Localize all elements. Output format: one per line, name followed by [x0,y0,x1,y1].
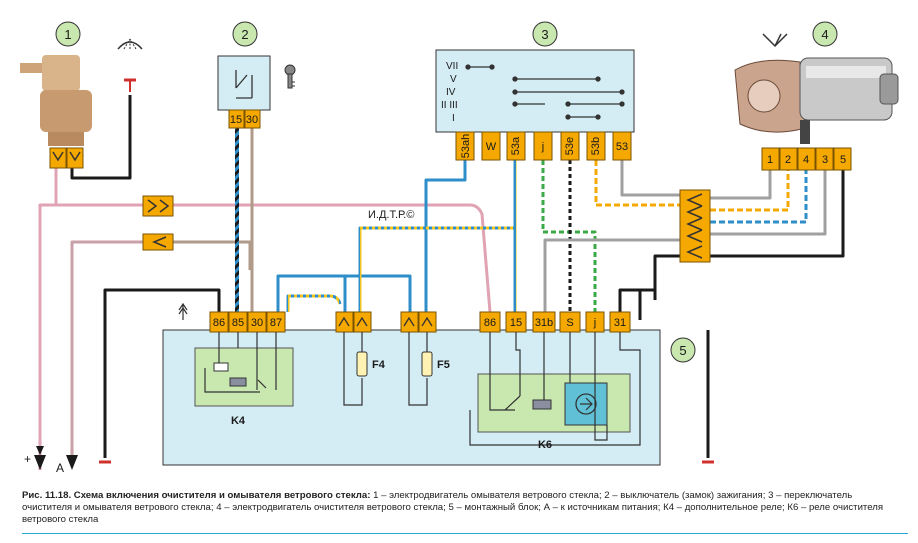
antenna-icon [178,302,188,320]
svg-text:I: I [452,113,455,124]
svg-text:IV: IV [446,87,456,98]
wire-87-yb [286,294,342,312]
washer-pump [20,55,92,169]
svg-text:53a: 53a [510,136,522,155]
callout-5: 5 [670,337,696,363]
svg-text:30: 30 [251,317,263,329]
wire-motor-1 [710,170,772,200]
callout-2: 2 [232,21,258,47]
pump-connector [49,147,84,169]
caption-title: Рис. 11.18. Схема включения очистителя и… [22,490,371,501]
wire-53ah [424,158,467,312]
wire-k4-86 [103,288,221,458]
wiper-washer-icon [117,38,143,50]
wire-brown-power [70,240,145,455]
ground-icon [124,78,136,92]
svg-text:5: 5 [679,343,686,358]
fuse-f4 [356,351,368,377]
wire-motor-4 [710,170,808,224]
svg-text:30: 30 [246,114,258,126]
wiper-icon [762,33,788,48]
svg-text:K4: K4 [231,415,246,427]
wire-pink-power [38,203,56,470]
wiper-motor [734,57,899,144]
svg-text:2: 2 [785,154,791,166]
motor-connector: 1 2 4 3 5 [761,147,852,171]
svg-text:1: 1 [767,154,773,166]
power-arrow-plus [34,446,46,470]
svg-text:j: j [593,317,596,329]
svg-text:j: j [541,141,544,153]
wire-87-f4 [276,274,347,312]
svg-text:S: S [566,317,573,329]
wire-31b [543,238,680,312]
svg-text:F4: F4 [372,359,386,371]
inline-connector-pink [142,195,174,217]
ignition-switch: 15 30 [217,55,271,129]
svg-text:85: 85 [232,317,244,329]
svg-text:86: 86 [213,317,225,329]
watermark: И.Д.Т.Р.© [368,209,414,221]
wire-87-f5 [345,274,412,312]
power-plus-label: + [24,452,31,466]
wire-motor-3 [710,170,827,236]
wire-brown-2 [160,240,252,270]
svg-text:86: 86 [484,317,496,329]
wire-ground-right [653,290,710,458]
wires [38,95,845,470]
callout-3: 3 [532,21,558,47]
relay-k6: K6 [469,332,641,451]
power-a-label: A [56,461,64,475]
svg-text:5: 5 [840,154,846,166]
inline-connector-brown [142,233,174,251]
svg-text:31: 31 [614,317,626,329]
wiring-diagram: 1 2 3 4 5 15 30 VII V IV II III I [20,21,899,475]
svg-text:V: V [450,74,457,85]
wire-53b-orange [594,160,680,207]
svg-text:53b: 53b [590,137,602,155]
svg-text:15: 15 [510,317,522,329]
fuse-f5 [421,351,433,377]
inline-connector-motor [679,189,711,263]
svg-text:53e: 53e [564,137,576,155]
svg-text:31b: 31b [535,317,553,329]
callout-4: 4 [812,21,838,47]
svg-text:3: 3 [822,154,828,166]
bottom-rule [22,533,908,534]
switch-pins: 53ah W 53a j 53e 53b 53 [455,131,632,161]
fuse-sockets [335,311,437,333]
svg-text:4: 4 [821,27,828,42]
wire-pink-pump [54,168,492,313]
svg-text:87: 87 [270,317,282,329]
figure-caption: Рис. 11.18. Схема включения очистителя и… [22,490,902,527]
wire-black-pump-ground [70,95,132,180]
power-arrow-a [66,455,78,470]
svg-text:15: 15 [230,114,242,126]
svg-text:53ah: 53ah [460,134,472,158]
svg-text:W: W [486,141,497,153]
svg-text:II III: II III [441,100,458,111]
svg-text:53: 53 [616,141,628,153]
key-icon [284,64,296,89]
wire-53-gray [620,160,680,197]
svg-text:F5: F5 [437,359,450,371]
svg-text:4: 4 [803,154,809,166]
mounting-block: 86 85 30 87 86 15 31b S j 31 F4 F5 [162,311,661,466]
callout-1: 1 [55,21,81,47]
relay-k4: K4 [194,332,294,427]
svg-text:VII: VII [446,61,458,72]
wire-53a-yb [358,160,517,312]
switch-contacts [465,64,625,120]
svg-text:1: 1 [64,27,71,42]
svg-text:3: 3 [541,27,548,42]
wire-motor-5 [618,170,845,312]
stalk-switch: VII V IV II III I 53ah W 53a j 53e 53b [435,49,635,161]
wire-motor-2 [710,170,790,212]
svg-text:2: 2 [241,27,248,42]
svg-text:K6: K6 [538,439,552,451]
caption-body: 1 – электродвигатель омывателя ветрового… [22,490,884,526]
